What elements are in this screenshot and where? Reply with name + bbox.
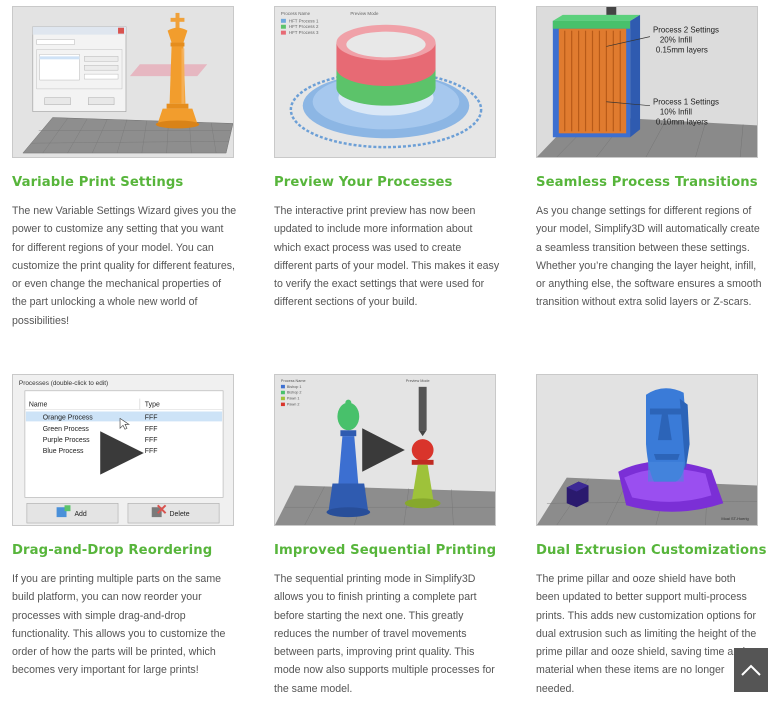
process1-layers: 0.10mm layers: [656, 117, 708, 126]
column-name-header: Name: [29, 402, 48, 409]
process-row-type: FFF: [145, 414, 158, 421]
play-icon[interactable]: [362, 428, 405, 472]
process2-label: Process 2 Settings: [653, 26, 719, 35]
scroll-to-top-button[interactable]: [734, 648, 768, 692]
feature-description: The sequential printing mode in Simplify…: [274, 573, 495, 695]
legend-header-preview-mode: Preview Mode: [350, 11, 379, 16]
legend-item: HFT Process 3: [289, 30, 319, 35]
legend-header-preview-mode: Preview Mode: [406, 379, 430, 383]
process-transition-screenshot: Process 2 Settings 20% Infill 0.15mm lay…: [536, 6, 758, 158]
play-icon[interactable]: [100, 431, 144, 475]
legend-item: Pawn 2: [287, 403, 300, 407]
legend-item: Bishop 1: [287, 385, 302, 389]
legend-header-process-name: Process Name: [281, 379, 306, 383]
feature-title: Dual Extrusion Customizations: [536, 543, 767, 558]
process-row-type: FFF: [145, 448, 158, 455]
feature-title: Improved Sequential Printing: [274, 543, 497, 558]
feature-description: As you change settings for different reg…: [536, 205, 762, 309]
legend-item: Pawn 1: [287, 397, 300, 401]
process-row-type: FFF: [145, 437, 158, 444]
process2-layers: 0.15mm layers: [656, 45, 708, 54]
dialog-title: Processes (double-click to edit): [19, 380, 108, 387]
process-row-name: Blue Process: [43, 448, 84, 455]
add-button-label: Add: [74, 511, 86, 518]
process-row-name: Green Process: [43, 426, 90, 433]
process-row-name: Purple Process: [43, 437, 90, 444]
chevron-up-icon: [741, 664, 761, 676]
legend-item: HFT Process 2: [289, 24, 319, 29]
model-caption: Moai ST-Hoerig: [721, 516, 748, 521]
feature-title: Variable Print Settings: [12, 175, 184, 190]
process-preview-screenshot: Process Name Preview Mode HFT Process 1 …: [274, 6, 496, 158]
feature-title: Preview Your Processes: [274, 175, 453, 190]
process1-infill: 10% Infill: [660, 108, 692, 117]
sequential-printing-video-thumbnail[interactable]: Process Name Preview Mode Bishop 1 Bisho…: [274, 374, 496, 526]
process-row-name: Orange Process: [43, 414, 94, 421]
feature-title: Seamless Process Transitions: [536, 175, 758, 190]
legend-header-process-name: Process Name: [281, 11, 311, 16]
process-row-type: FFF: [145, 426, 158, 433]
drag-drop-video-thumbnail[interactable]: Processes (double-click to edit) Name Ty…: [12, 374, 234, 526]
feature-description: The new Variable Settings Wizard gives y…: [12, 205, 237, 327]
feature-description: The interactive print preview has now be…: [274, 205, 500, 309]
legend-item: Bishop 2: [287, 391, 302, 395]
legend-item: HFT Process 1: [289, 18, 319, 23]
feature-title: Drag-and-Drop Reordering: [12, 543, 213, 558]
feature-description: The prime pillar and ooze shield have bo…: [536, 573, 757, 695]
process2-infill: 20% Infill: [660, 36, 692, 45]
column-type-header: Type: [145, 402, 160, 409]
feature-description: If you are printing multiple parts on th…: [12, 573, 226, 677]
dual-extrusion-screenshot: Moai ST-Hoerig: [536, 374, 758, 526]
process1-label: Process 1 Settings: [653, 98, 719, 107]
delete-button-label: Delete: [170, 511, 190, 518]
variable-settings-wizard-screenshot: [12, 6, 234, 158]
